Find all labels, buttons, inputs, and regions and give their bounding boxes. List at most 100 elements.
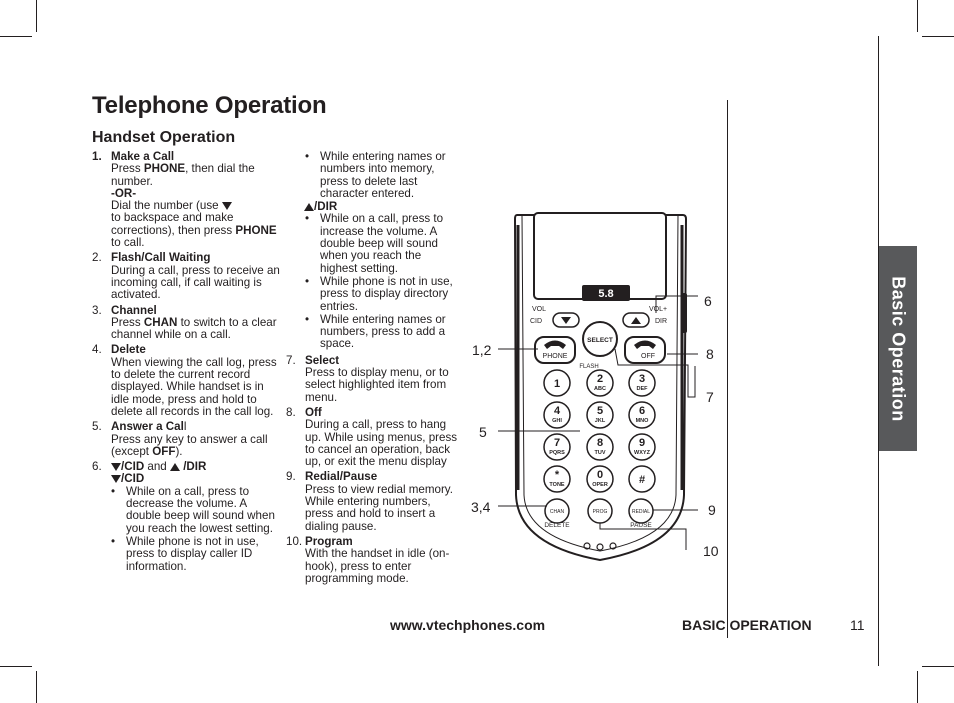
item-text: With the handset in idle (on-hook), pres… — [305, 547, 450, 585]
item-text: Press PHONE, then dial the number. — [111, 162, 255, 188]
key-digit: 5 — [597, 405, 603, 417]
key-0-button[interactable] — [586, 465, 614, 493]
key-star-button[interactable] — [543, 465, 571, 493]
key-digit: # — [639, 474, 645, 486]
item-title: /CID and /DIR — [111, 460, 282, 473]
callout-label: 7 — [706, 389, 714, 405]
key-8-button[interactable] — [586, 433, 614, 461]
crop-mark — [922, 36, 954, 37]
key-letters: PQRS — [549, 450, 565, 456]
crop-mark — [36, 0, 37, 32]
up-arrow-icon — [631, 317, 641, 324]
page-number: 11 — [850, 617, 865, 633]
down-arrow-icon — [111, 475, 121, 484]
key-4-button[interactable] — [543, 401, 571, 429]
item-text: Press any key to answer a call (except O… — [111, 432, 268, 458]
item-text: During a call, press to receive an incom… — [111, 263, 280, 302]
key-7-button[interactable] — [543, 433, 571, 461]
redial-label: REDIAL — [632, 509, 650, 515]
key-6-button[interactable] — [628, 401, 656, 429]
key-digit: 7 — [554, 437, 560, 449]
item-number: 2. — [92, 251, 102, 265]
vol-plus-label: VOL+ — [649, 306, 667, 313]
sub-heading-cid: /CID — [111, 473, 282, 485]
bullet: •While phone is not in use, press to dis… — [305, 274, 453, 313]
callout-label: 6 — [704, 293, 712, 309]
item-number: 7. — [286, 353, 296, 367]
key-letters: TONE — [549, 482, 565, 488]
up-arrow-icon — [304, 203, 314, 212]
bullet: •While entering names or numbers, press … — [305, 312, 446, 351]
logo-badge — [582, 285, 630, 301]
item-channel: 3. Channel Press CHAN to switch to a cle… — [92, 303, 282, 342]
item-flash: 2. Flash/Call Waiting During a call, pre… — [92, 252, 282, 301]
continued-list: •While entering names or numbers into me… — [286, 150, 461, 351]
off-button[interactable] — [624, 336, 666, 364]
key-letters: ABC — [594, 386, 606, 392]
phone-icon — [544, 340, 566, 349]
callout-label: 3,4 — [471, 499, 491, 515]
key-2-button[interactable] — [586, 369, 614, 397]
item-title: Select — [305, 353, 340, 367]
callout-label: 9 — [708, 502, 716, 518]
handset-illustration: 5.8 VOL CID VOL+ DIR SELECT PHONE OFF FL… — [498, 212, 698, 562]
key-digit: 3 — [639, 373, 645, 385]
dir-label: DIR — [655, 318, 667, 325]
item-number: 4. — [92, 343, 102, 357]
bullet: •While phone is not in use, press to dis… — [111, 534, 259, 573]
select-label: SELECT — [587, 337, 613, 344]
crop-mark — [917, 671, 918, 703]
key-letters: OPER — [592, 482, 608, 488]
callout-label: 5 — [479, 424, 487, 440]
item-title: Channel — [111, 303, 157, 317]
key-digit: 4 — [554, 405, 561, 417]
key-5-button[interactable] — [586, 401, 614, 429]
phone-button[interactable] — [534, 336, 576, 364]
select-button[interactable] — [582, 321, 618, 357]
item-program: 10. Program With the handset in idle (on… — [286, 535, 461, 585]
delete-label: DELETE — [544, 522, 570, 529]
instructions-column-2: •While entering names or numbers into me… — [286, 150, 461, 588]
crop-mark — [917, 0, 918, 32]
crop-mark — [36, 671, 37, 703]
chan-label: CHAN — [550, 509, 565, 515]
redial-button[interactable] — [628, 498, 654, 524]
key-pound-button[interactable] — [628, 465, 656, 493]
section-heading: Handset Operation — [92, 129, 236, 146]
pause-label: PAUSE — [630, 522, 652, 529]
key-digit: * — [555, 469, 560, 481]
footer-section: BASIC OPERATION — [682, 617, 812, 633]
key-digit: 2 — [597, 373, 603, 385]
item-answer: 5. Answer a Call Press any key to answer… — [92, 420, 282, 458]
phone-label: PHONE — [543, 353, 568, 360]
item-number: 8. — [286, 405, 296, 419]
key-letters: TUV — [595, 450, 606, 456]
flash-label: FLASH — [579, 364, 598, 370]
column-rule — [727, 100, 728, 638]
callout-leaders — [498, 295, 698, 550]
down-arrow-icon — [221, 202, 232, 211]
item-title: Answer a Call — [111, 420, 187, 434]
item-title: Off — [305, 405, 322, 419]
chan-button[interactable] — [544, 498, 570, 524]
item-text: Press CHAN to switch to a clear channel … — [111, 315, 277, 342]
item-number: 9. — [286, 470, 296, 484]
key-digit: 6 — [639, 405, 645, 417]
item-number: 6. — [92, 460, 102, 474]
side-button — [682, 293, 687, 333]
item-make-call: 1. Make a Call Press PHONE, then dial th… — [92, 150, 282, 249]
key-letters: WXYZ — [634, 450, 651, 456]
prog-label: PROG — [593, 509, 608, 515]
key-9-button[interactable] — [628, 433, 656, 461]
key-3-button[interactable] — [628, 369, 656, 397]
down-arrow-icon — [111, 463, 121, 472]
logo-text: 5.8 — [598, 288, 613, 300]
key-digit: 9 — [639, 437, 645, 449]
item-text: When viewing the call log, press to dele… — [111, 355, 277, 418]
key-1-button[interactable] — [543, 369, 571, 397]
down-arrow-icon — [561, 317, 571, 324]
key-letters: GHI — [552, 418, 562, 424]
section-tab: Basic Operation — [879, 246, 917, 451]
mic-hole — [596, 543, 604, 551]
